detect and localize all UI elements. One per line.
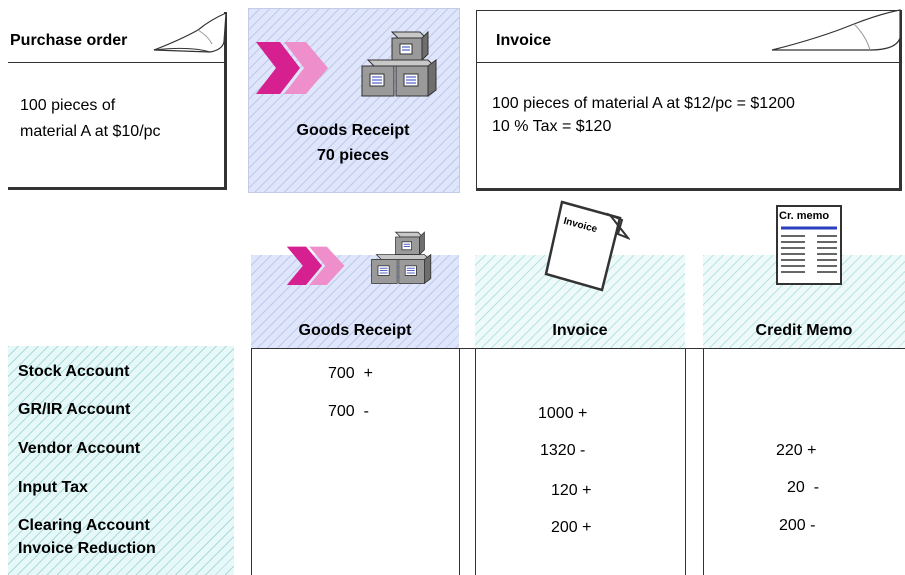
invoice-grir-value: 1000 + (538, 405, 588, 422)
credit-memo-doc-label: Cr. memo (779, 210, 830, 222)
table-header-rule (251, 348, 905, 349)
goods-receipt-icon (256, 30, 437, 97)
page-curl-icon (771, 9, 901, 51)
account-label-grir: GR/IR Account (18, 401, 131, 418)
cm-vendor-value: 220 + (776, 442, 817, 459)
invoice-doc-icon (544, 200, 630, 292)
column-header-goods-receipt: Goods Receipt (298, 322, 412, 339)
account-label-clearing: Clearing Account (18, 517, 150, 534)
account-label-input-tax: Input Tax (18, 479, 88, 496)
account-label-invoice-reduction: Invoice Reduction (18, 540, 156, 557)
delivery-arrows-icon (256, 42, 328, 94)
column-header-credit-memo: Credit Memo (755, 322, 853, 339)
invoice-title: Invoice (496, 32, 552, 49)
invoice-input-tax-value: 120 + (551, 482, 592, 499)
invoice-line2: 10 % Tax = $120 (492, 118, 612, 135)
gr-grir-value: 700 - (328, 403, 369, 420)
column-divider (459, 348, 460, 575)
goods-receipt-quantity: 70 pieces (316, 147, 390, 164)
page-curl-icon (153, 12, 227, 53)
column-divider (703, 348, 704, 575)
invoice-clearing-value: 200 + (551, 519, 592, 536)
purchase-order-title: Purchase order (10, 32, 128, 49)
credit-memo-doc-icon (776, 205, 842, 285)
account-labels-panel (8, 346, 234, 575)
stacked-boxes-icon (361, 30, 437, 97)
column-divider (251, 348, 252, 575)
invoice-line1: 100 pieces of material A at $12/pc = $12… (492, 95, 795, 112)
goods-receipt-label: Goods Receipt (296, 122, 410, 139)
gr-stock-value: 700 + (328, 365, 373, 382)
invoice-vendor-value: 1320 - (540, 442, 586, 459)
account-label-stock: Stock Account (18, 363, 130, 380)
account-label-vendor: Vendor Account (18, 440, 141, 457)
purchase-order-line2: material A at $10/pc (20, 123, 161, 140)
goods-receipt-icon (286, 231, 432, 285)
column-header-invoice: Invoice (552, 322, 608, 339)
column-divider (685, 348, 686, 575)
purchase-order-divider (8, 62, 227, 63)
invoice-divider (476, 62, 901, 63)
cm-clearing-value: 200 - (779, 517, 816, 534)
column-divider (475, 348, 476, 575)
cm-input-tax-value: 20 - (787, 479, 820, 496)
purchase-order-line1: 100 pieces of (20, 97, 116, 114)
